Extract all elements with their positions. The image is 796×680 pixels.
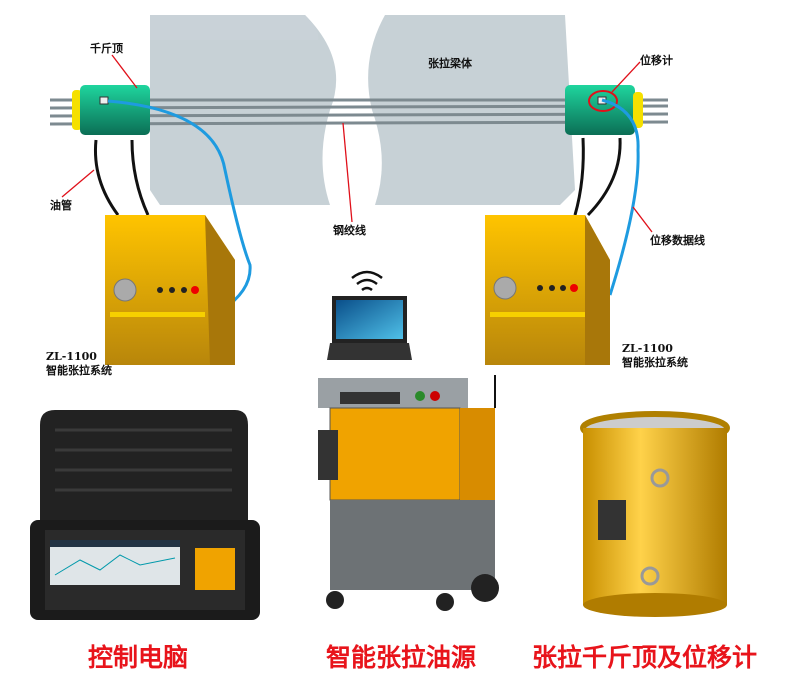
label-oil-pipe: 油管 xyxy=(50,199,72,212)
caption-jack-and-meter: 张拉千斤顶及位移计 xyxy=(532,643,758,672)
label-displacement-meter: 位移计 xyxy=(640,54,673,67)
label-steel-strand: 钢绞线 xyxy=(333,224,366,237)
pump-right xyxy=(485,215,610,365)
caption-control-computer: 控制电脑 xyxy=(88,643,189,672)
system-label-right: ZL-1100 智能张拉系统 xyxy=(622,342,688,370)
data-lines xyxy=(107,98,640,312)
beam-right-block xyxy=(368,15,575,205)
wifi-icon xyxy=(351,270,383,292)
jack-left xyxy=(72,85,150,135)
laptop xyxy=(327,296,412,360)
beam-left-block xyxy=(150,15,337,205)
system-label-left: ZL-1100 智能张拉系统 xyxy=(46,350,112,378)
leader-lines xyxy=(61,54,653,233)
smart-pump-image xyxy=(318,375,499,611)
system-model: ZL-1100 xyxy=(622,342,673,355)
pump-left xyxy=(105,215,235,365)
jack-right xyxy=(565,85,643,135)
system-name: 智能张拉系统 xyxy=(622,356,688,369)
caption-smart-pump: 智能张拉油源 xyxy=(326,643,477,672)
oil-pipes xyxy=(94,137,622,217)
label-jack: 千斤顶 xyxy=(90,42,123,55)
label-beam: 张拉梁体 xyxy=(428,57,472,70)
system-model: ZL-1100 xyxy=(46,350,97,363)
tension-jack-image xyxy=(580,411,730,617)
label-displacement-data-line: 位移数据线 xyxy=(650,234,705,247)
system-name: 智能张拉系统 xyxy=(46,364,112,377)
control-computer-image xyxy=(30,410,260,620)
